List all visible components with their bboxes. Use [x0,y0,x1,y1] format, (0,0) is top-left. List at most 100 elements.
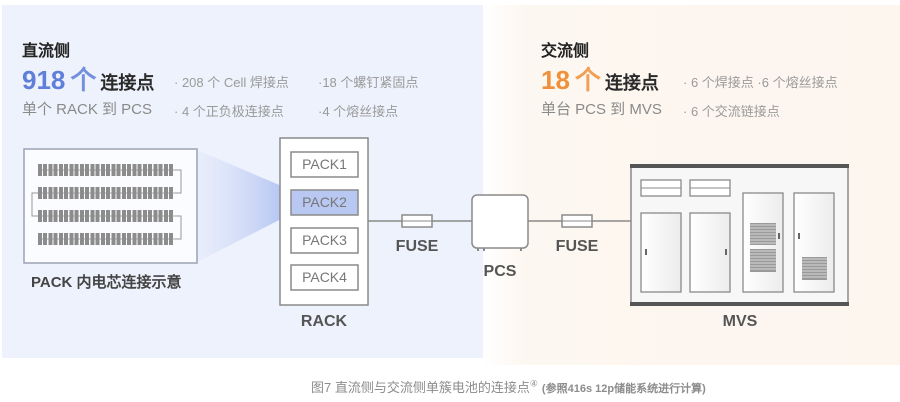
cell-rows [38,164,175,245]
battery-cell [148,164,152,176]
pack-zoom-highlight [197,150,291,262]
caption-text: 图7 直流侧与交流侧单簇电池的连接点 [311,380,530,395]
battery-cell [127,164,131,176]
battery-cell [53,233,58,245]
battery-cell [101,210,105,222]
battery-cell [95,187,100,199]
battery-cell [153,210,158,222]
battery-cell [158,187,163,199]
dc-scope: 单个 RACK 到 PCS [22,101,153,118]
dc-count-unit: 个 [70,65,97,95]
battery-cell [69,210,74,222]
battery-cell [111,187,116,199]
cell-row-connector [175,169,182,194]
battery-cell [74,233,79,245]
caption-footnote: ④ [529,378,538,389]
dc-detail-terminals: · 4 个正负极连接点 [174,104,284,119]
dc-detail-fuse-contacts: ·4 个熔丝接点 [318,104,399,119]
battery-cell [85,210,89,222]
mvs-icon [630,164,849,306]
dc-count-label: 连接点 [100,73,155,93]
pack3-label: PACK3 [302,232,347,248]
pack1-label: PACK1 [302,156,347,172]
dc-detail-cell-welds: · 208 个 Cell 焊接点 [174,75,289,90]
battery-cell [148,187,152,199]
ac-count-value: 18 [541,65,570,95]
battery-cell [90,187,95,199]
battery-cell [127,233,131,245]
mvs-top-vent [640,179,682,197]
ac-fuse-label: FUSE [555,238,599,255]
battery-cell [59,210,63,222]
battery-cell [80,233,84,245]
battery-cell [95,164,100,176]
battery-cell [74,210,79,222]
pack4-label: PACK4 [302,269,347,285]
battery-cell [169,233,173,245]
battery-cell [69,187,74,199]
ac-detail-welds-fuses: · 6 个焊接点 ·6 个熔丝接点 [683,75,838,90]
figure-caption: 图7 直流侧与交流侧单簇电池的连接点④(参照416s 12p储能系统进行计算) [311,377,706,396]
battery-cell [148,210,152,222]
ac-side-title: 交流侧 [541,43,590,60]
battery-cell [80,210,84,222]
battery-cell [137,187,142,199]
battery-cell [153,187,158,199]
battery-cell [95,210,100,222]
battery-cell [106,164,110,176]
battery-cell [90,233,95,245]
cell-row-connector [31,192,38,217]
battery-cell [137,233,142,245]
mvs-top-vent [689,179,731,197]
battery-cell [143,210,147,222]
battery-cell [158,210,163,222]
louver-grille [750,249,776,272]
rack-label: RACK [300,313,348,330]
battery-cell [43,164,47,176]
battery-cell [43,187,47,199]
battery-cell [95,233,100,245]
battery-cell [132,233,137,245]
ac-fuse-icon [561,214,593,228]
battery-cell [143,233,147,245]
battery-cell [132,164,137,176]
battery-cell [153,233,158,245]
battery-cell [101,164,105,176]
battery-cell [153,164,158,176]
battery-cell [38,233,42,245]
battery-cell [106,233,110,245]
battery-cell [116,187,121,199]
battery-cell [85,164,89,176]
dc-side-title: 直流侧 [22,43,71,60]
pack4-box [290,264,359,291]
battery-cell [143,164,147,176]
battery-cell [127,210,131,222]
battery-cell [122,164,126,176]
battery-cell [64,187,68,199]
pack-cell-diagram [23,148,198,264]
battery-cell [53,210,58,222]
dc-detail-screws: ·18 个螺钉紧固点 [318,75,419,90]
battery-cell [59,233,63,245]
ac-count-label: 连接点 [604,73,659,93]
battery-cell [137,164,142,176]
dc-count-value: 918 [22,65,66,95]
pcs-icon [471,194,529,251]
battery-cell [116,164,121,176]
battery-cell [69,233,74,245]
battery-cell [90,210,95,222]
pack1-box [290,151,359,178]
battery-cell [69,164,74,176]
battery-cell [122,187,126,199]
battery-cell [143,187,147,199]
cell-row-connector [175,215,182,240]
mvs-door-with-louvers [793,192,835,293]
battery-cell [137,210,142,222]
battery-cell [111,233,116,245]
pack-detail-frame [23,148,198,264]
battery-cell [101,233,105,245]
ac-detail-ac-links: · 6 个交流链接点 [683,104,780,119]
battery-cell [106,187,110,199]
